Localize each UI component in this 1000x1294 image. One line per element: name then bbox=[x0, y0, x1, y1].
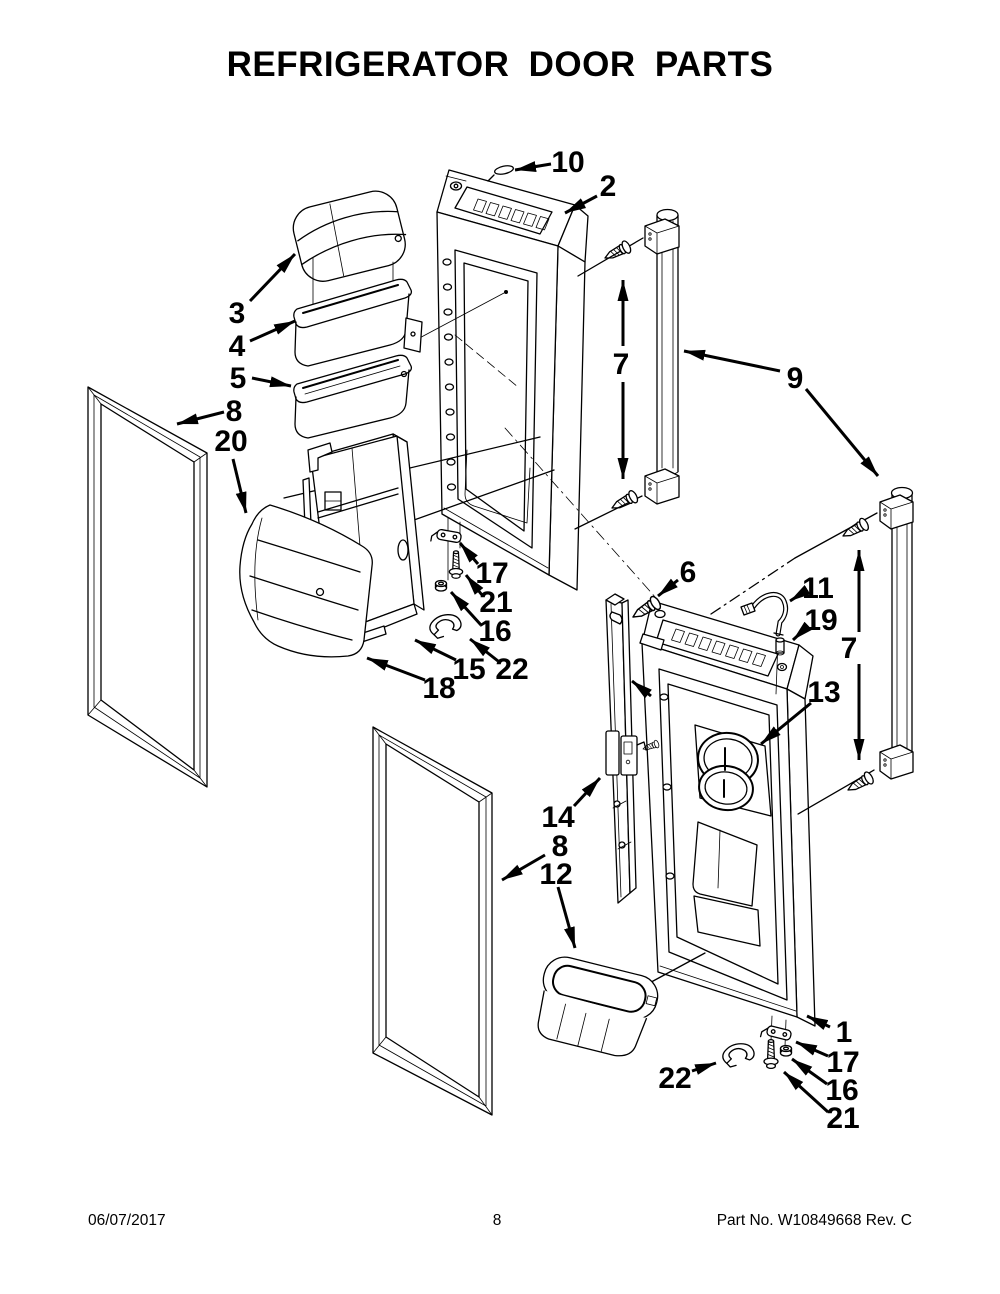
callout-label-9: 9 bbox=[787, 362, 804, 395]
handle-screw-top-right bbox=[839, 516, 871, 543]
callout-labels: 10 2 3 4 5 8 20 9 7 7 17 21 16 15 22 18 … bbox=[214, 146, 859, 1135]
callout-label-1: 1 bbox=[836, 1016, 853, 1049]
callout-label-16-mid: 16 bbox=[478, 615, 511, 648]
callout-label-15: 15 bbox=[452, 653, 485, 686]
handle-screw-top-left bbox=[601, 239, 634, 265]
callout-label-14: 14 bbox=[541, 801, 575, 834]
gasket-right bbox=[372, 726, 493, 1116]
water-tube bbox=[740, 592, 789, 695]
callout-label-12: 12 bbox=[539, 858, 572, 891]
callout-label-6: 6 bbox=[680, 556, 697, 589]
callout-label-11: 11 bbox=[802, 572, 834, 605]
footer-page-number: 8 bbox=[493, 1212, 502, 1229]
callout-label-8-bottom: 8 bbox=[552, 830, 569, 863]
callout-label-4: 4 bbox=[229, 330, 246, 363]
footer-date: 06/07/2017 bbox=[88, 1212, 166, 1229]
page-title: REFRIGERATOR DOOR PARTS bbox=[227, 45, 774, 84]
callout-label-3: 3 bbox=[229, 297, 246, 330]
tube-fitting-19 bbox=[775, 637, 785, 656]
hinge-parts-middle bbox=[427, 517, 464, 640]
callout-label-10: 10 bbox=[551, 146, 584, 179]
callout-label-7-left: 7 bbox=[613, 348, 630, 381]
page-footer: 06/07/2017 8 Part No. W10849668 Rev. C bbox=[88, 1212, 912, 1229]
filter-cover bbox=[239, 504, 373, 658]
handle-left-explode-lines bbox=[574, 237, 644, 530]
dairy-cover bbox=[292, 190, 407, 282]
callout-label-13: 13 bbox=[807, 676, 840, 709]
handle-right bbox=[879, 486, 914, 780]
door-panel-left bbox=[436, 169, 589, 591]
door-stop-shim bbox=[487, 165, 514, 182]
callout-label-5: 5 bbox=[230, 362, 247, 395]
callout-label-22-mid: 22 bbox=[495, 653, 528, 686]
handle-screw-bottom-right bbox=[844, 769, 876, 797]
door-bin bbox=[537, 952, 706, 1057]
mullion-pointer-arrow bbox=[631, 679, 652, 699]
callout-label-7-right: 7 bbox=[841, 632, 858, 665]
callout-label-22-bottom: 22 bbox=[658, 1062, 691, 1095]
callout-arrows bbox=[176, 161, 880, 1114]
hinge-parts-bottom bbox=[721, 1015, 793, 1070]
gasket-left bbox=[87, 386, 208, 788]
callout-label-17-bottom: 17 bbox=[826, 1046, 859, 1079]
callout-label-8-top: 8 bbox=[226, 395, 243, 428]
small-bin bbox=[293, 354, 413, 439]
door-panel-right bbox=[639, 600, 816, 1027]
footer-part-info: Part No. W10849668 Rev. C bbox=[717, 1212, 912, 1229]
callout-label-19: 19 bbox=[804, 604, 837, 637]
flipper-mullion bbox=[605, 593, 647, 904]
callout-label-21-mid: 21 bbox=[479, 586, 512, 619]
callout-label-16-bottom: 16 bbox=[825, 1074, 858, 1107]
callout-label-21-bottom: 21 bbox=[826, 1102, 859, 1135]
callout-label-18: 18 bbox=[422, 672, 455, 705]
callout-label-2: 2 bbox=[600, 170, 617, 203]
callout-label-17-mid: 17 bbox=[475, 557, 508, 590]
handle-left bbox=[644, 208, 680, 505]
callout-label-20: 20 bbox=[214, 425, 247, 458]
dispenser-rings bbox=[697, 731, 759, 812]
dairy-bin bbox=[293, 257, 423, 367]
